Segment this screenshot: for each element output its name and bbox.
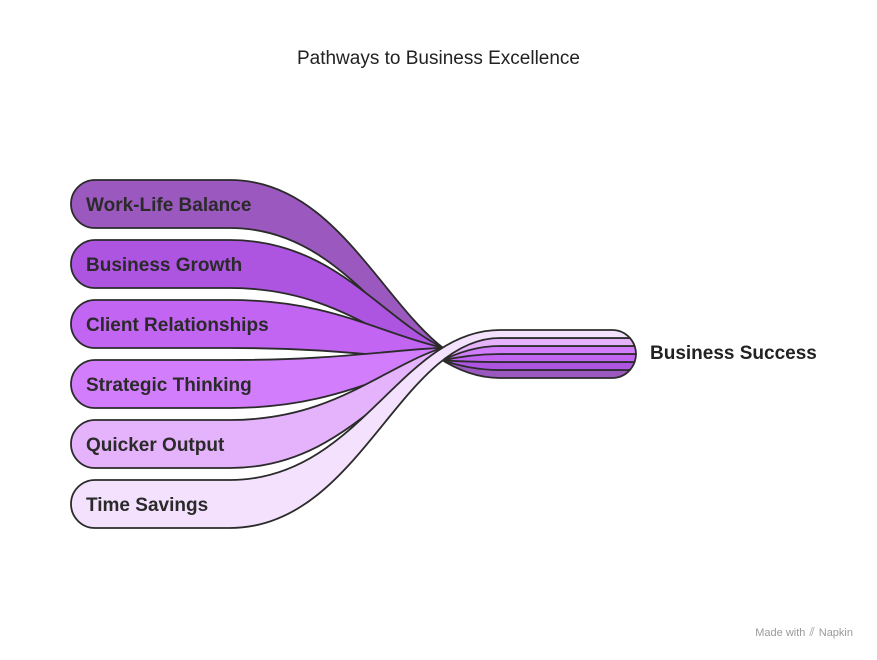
pathway-bands [70, 179, 637, 529]
pathway-ribbon [70, 329, 631, 529]
pathway-label: Work-Life Balance [86, 195, 251, 216]
napkin-logo-icon: ⫽ [809, 625, 815, 639]
target-label: Business Success [650, 343, 817, 364]
brand-name: Napkin [818, 626, 853, 639]
pathway-label: Client Relationships [86, 315, 269, 336]
pathway-label: Quicker Output [86, 435, 225, 456]
pathway-label: Business Growth [86, 255, 242, 276]
pathway-label: Strategic Thinking [86, 375, 252, 396]
made-with-text: Made with [755, 626, 806, 639]
footer-credit: Made with ⫽ Napkin [755, 625, 853, 640]
diagram-title: Pathways to Business Excellence [296, 48, 581, 69]
pathway-label: Time Savings [86, 495, 208, 516]
